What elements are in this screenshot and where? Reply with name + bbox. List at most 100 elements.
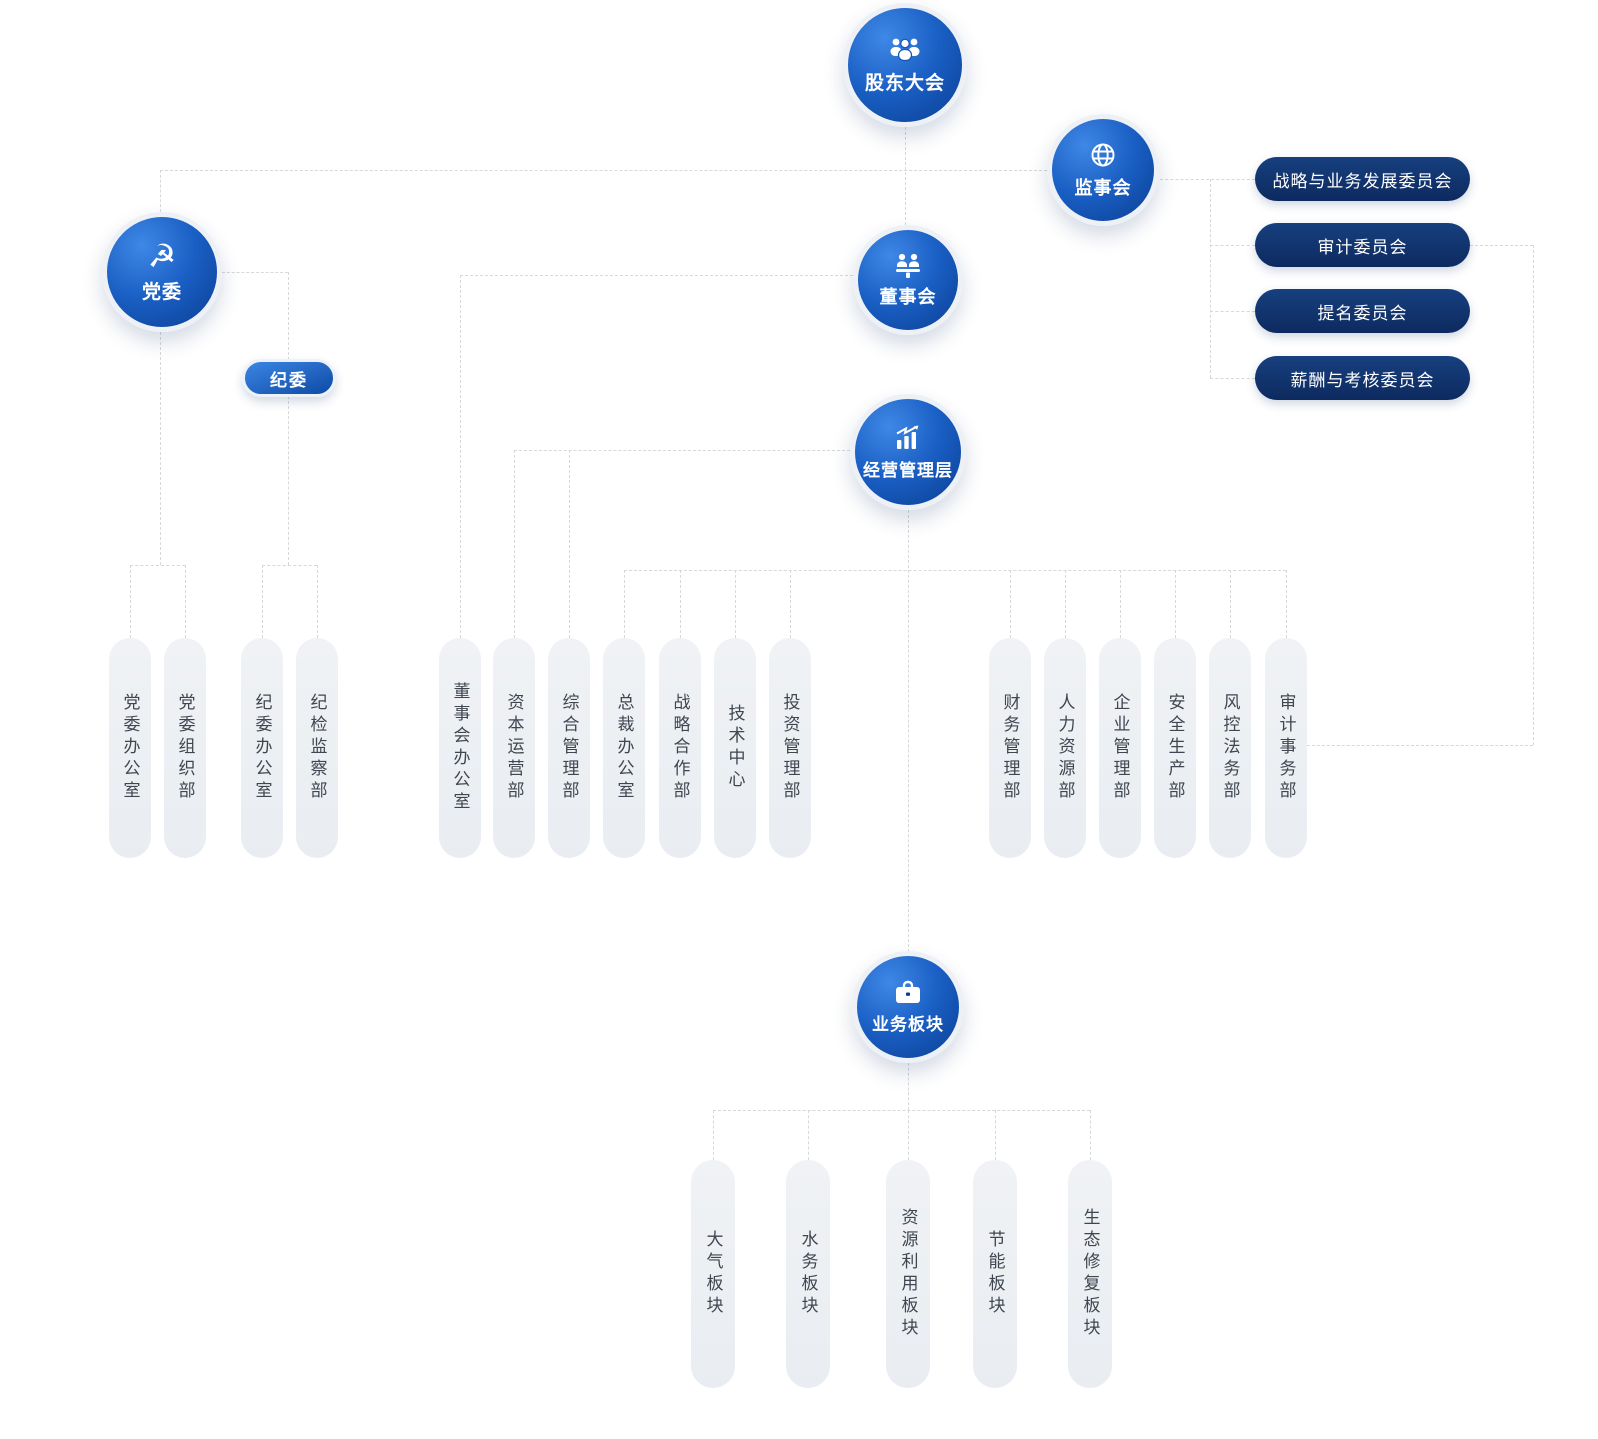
dept-label: 风控法务部 bbox=[1219, 693, 1240, 803]
connector-line bbox=[185, 565, 186, 638]
connector-line bbox=[908, 1063, 909, 1110]
connector-line bbox=[1210, 311, 1255, 312]
dept-pill: 纪委办公室 bbox=[241, 638, 283, 858]
connector-line bbox=[460, 275, 853, 276]
dept-pill: 总裁办公室 bbox=[603, 638, 645, 858]
node-supervisory-board: 监事会 bbox=[1047, 114, 1159, 226]
people-group-icon bbox=[887, 35, 923, 63]
segment-pill: 节能板块 bbox=[973, 1160, 1017, 1388]
dept-pill: 投资管理部 bbox=[769, 638, 811, 858]
segment-label: 资源利用板块 bbox=[897, 1208, 918, 1340]
committee-label: 战略与业务发展委员会 bbox=[1272, 171, 1453, 192]
dept-label: 人力资源部 bbox=[1054, 693, 1075, 803]
connector-line bbox=[1065, 570, 1066, 638]
node-label: 业务板块 bbox=[872, 1015, 944, 1035]
segment-label: 水务板块 bbox=[797, 1230, 818, 1318]
connector-line bbox=[1230, 570, 1231, 638]
connector-line bbox=[262, 565, 317, 566]
dept-pill: 综合管理部 bbox=[548, 638, 590, 858]
committee-pill: 提名委员会 bbox=[1255, 289, 1470, 333]
dept-label: 战略合作部 bbox=[669, 693, 690, 803]
dept-label: 纪委办公室 bbox=[251, 693, 272, 803]
connector-line bbox=[288, 272, 289, 360]
node-label: 监事会 bbox=[1074, 177, 1132, 199]
segment-label: 生态修复板块 bbox=[1079, 1208, 1100, 1340]
segment-label: 大气板块 bbox=[702, 1230, 723, 1318]
committee-pill: 战略与业务发展委员会 bbox=[1255, 157, 1470, 201]
dept-label: 财务管理部 bbox=[999, 693, 1020, 803]
connector-line bbox=[460, 275, 461, 638]
discipline-committee-pill: 纪委 bbox=[242, 359, 336, 397]
connector-line bbox=[514, 450, 850, 451]
dept-pill: 风控法务部 bbox=[1209, 638, 1251, 858]
meeting-icon bbox=[892, 252, 924, 278]
committee-label: 提名委员会 bbox=[1317, 303, 1408, 324]
dept-pill: 人力资源部 bbox=[1044, 638, 1086, 858]
dept-label: 技术中心 bbox=[724, 704, 745, 792]
connector-line bbox=[680, 570, 681, 638]
globe-icon bbox=[1089, 141, 1117, 169]
connector-line bbox=[713, 1110, 714, 1160]
dept-label: 资本运营部 bbox=[503, 693, 524, 803]
dept-pill: 党委办公室 bbox=[109, 638, 151, 858]
dept-label: 纪检监察部 bbox=[306, 693, 327, 803]
segment-pill: 资源利用板块 bbox=[886, 1160, 930, 1388]
dept-pill: 企业管理部 bbox=[1099, 638, 1141, 858]
dept-pill: 财务管理部 bbox=[989, 638, 1031, 858]
dept-pill: 党委组织部 bbox=[164, 638, 206, 858]
committee-label: 薪酬与考核委员会 bbox=[1290, 370, 1435, 391]
node-shareholders-meeting: 股东大会 bbox=[843, 3, 967, 127]
dept-label: 投资管理部 bbox=[779, 693, 800, 803]
connector-line bbox=[905, 127, 906, 225]
dept-label: 安全生产部 bbox=[1164, 693, 1185, 803]
node-business-segments: 业务板块 bbox=[852, 951, 964, 1063]
dept-pill: 战略合作部 bbox=[659, 638, 701, 858]
dept-pill: 董事会办公室 bbox=[439, 638, 481, 858]
connector-line bbox=[713, 1110, 1090, 1111]
connector-line bbox=[1175, 570, 1176, 638]
node-party-committee: ☭ 党委 bbox=[102, 212, 222, 332]
connector-line bbox=[130, 565, 185, 566]
connector-line bbox=[624, 570, 1286, 571]
connector-line bbox=[1307, 745, 1533, 746]
segment-label: 节能板块 bbox=[984, 1230, 1005, 1318]
connector-line bbox=[1533, 245, 1534, 745]
connector-line bbox=[1210, 378, 1255, 379]
connector-line bbox=[1010, 570, 1011, 638]
connector-line bbox=[262, 565, 263, 638]
connector-line bbox=[160, 170, 1047, 171]
connector-line bbox=[735, 570, 736, 638]
node-label: 股东大会 bbox=[864, 72, 945, 94]
connector-line bbox=[160, 332, 161, 565]
connector-line bbox=[995, 1110, 996, 1160]
connector-line bbox=[790, 570, 791, 638]
committee-pill: 审计委员会 bbox=[1255, 223, 1470, 267]
connector-line bbox=[317, 565, 318, 638]
connector-line bbox=[288, 396, 289, 565]
dept-label: 企业管理部 bbox=[1109, 693, 1130, 803]
dept-label: 综合管理部 bbox=[558, 693, 579, 803]
committee-pill: 薪酬与考核委员会 bbox=[1255, 356, 1470, 400]
connector-line bbox=[569, 450, 570, 638]
segment-pill: 大气板块 bbox=[691, 1160, 735, 1388]
segment-pill: 水务板块 bbox=[786, 1160, 830, 1388]
node-label: 董事会 bbox=[879, 286, 937, 308]
node-board-of-directors: 董事会 bbox=[853, 225, 963, 335]
connector-line bbox=[908, 1110, 909, 1160]
briefcase-icon bbox=[893, 979, 923, 1005]
connector-line bbox=[160, 170, 161, 212]
dept-label: 总裁办公室 bbox=[613, 693, 634, 803]
connector-line bbox=[514, 450, 515, 638]
connector-line bbox=[624, 570, 625, 638]
connector-line bbox=[1210, 245, 1255, 246]
connector-line bbox=[1155, 179, 1255, 180]
connector-line bbox=[1090, 1110, 1091, 1160]
node-management-layer: 经营管理层 bbox=[850, 394, 966, 510]
dept-pill: 安全生产部 bbox=[1154, 638, 1196, 858]
dept-label: 董事会办公室 bbox=[449, 682, 470, 814]
segment-pill: 生态修复板块 bbox=[1068, 1160, 1112, 1388]
hammer-sickle-icon: ☭ bbox=[147, 237, 177, 275]
growth-chart-icon bbox=[893, 424, 923, 451]
connector-line bbox=[1470, 245, 1533, 246]
